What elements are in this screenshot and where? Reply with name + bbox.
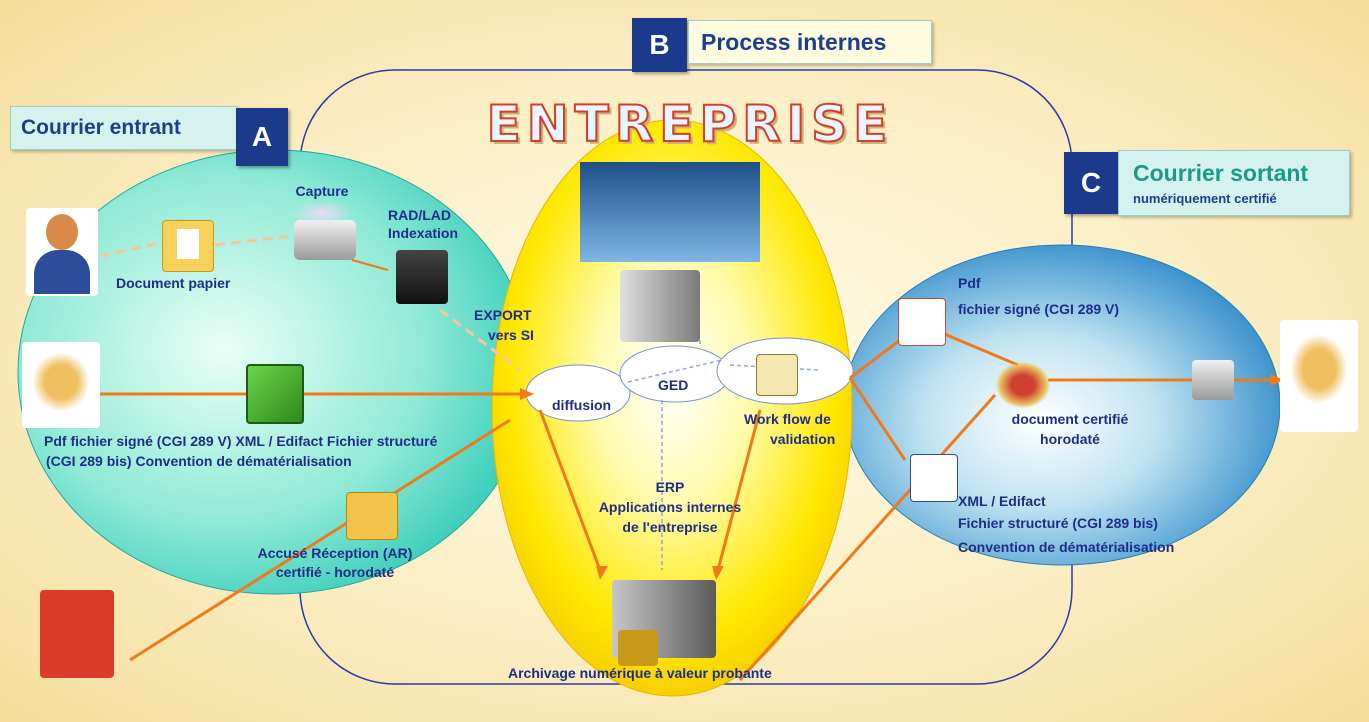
- validation-label: validation: [770, 431, 836, 447]
- internal-applications-label: Applications internes: [598, 499, 742, 515]
- computer-icon: [396, 250, 448, 304]
- badge-a: A: [236, 108, 288, 166]
- server-icon: [620, 270, 700, 342]
- erp-label: ERP: [655, 479, 685, 495]
- padlock-icon: [618, 630, 658, 666]
- incoming-formats-line1: Pdf fichier signé (CGI 289 V) XML / Edif…: [44, 433, 438, 449]
- capture-label: Capture: [295, 183, 349, 199]
- certified-document-label: document certifié: [1011, 411, 1129, 427]
- paper-document-icon: [162, 220, 214, 272]
- internal-section-label: Process internes: [688, 20, 932, 64]
- ged-label: GED: [658, 377, 689, 393]
- workflow-label: Work flow de: [744, 411, 831, 427]
- diffusion-label: diffusion: [552, 397, 612, 413]
- acknowledgment-certified-label: certifié - horodaté: [275, 564, 395, 580]
- archive-label: Archivage numérique à valeur probante: [508, 665, 772, 681]
- outgoing-structured-file-label: Fichier structuré (CGI 289 bis): [958, 515, 1158, 531]
- export-label: EXPORT: [474, 307, 532, 323]
- scanner-icon: [294, 220, 356, 260]
- outgoing-signed-file-label: fichier signé (CGI 289 V): [958, 301, 1120, 317]
- acknowledgment-envelope-icon: [346, 492, 398, 540]
- export-target-label: vers SI: [488, 327, 534, 343]
- outgoing-title: Courrier sortant: [1133, 160, 1309, 186]
- acknowledgment-label: Accusé Réception (AR): [257, 545, 413, 561]
- timestamped-label: horodaté: [1040, 431, 1100, 447]
- signed-pdf-icon: [898, 298, 946, 346]
- workflow-checklist-icon[interactable]: [756, 354, 798, 396]
- badge-b: B: [632, 18, 687, 72]
- business-people-image: [580, 162, 760, 262]
- paper-document-label: Document papier: [116, 275, 231, 291]
- sender-person-icon: [40, 590, 114, 678]
- outgoing-convention-label: Convention de dématérialisation: [958, 539, 1175, 555]
- person-icon: [26, 208, 98, 296]
- incoming-section-label: Courrier entrant: [10, 106, 238, 150]
- certificate-seal-icon: [996, 362, 1050, 408]
- indexation-label: Indexation: [388, 225, 459, 241]
- incoming-formats-line2: (CGI 289 bis) Convention de dématérialis…: [46, 453, 352, 469]
- enterprise-ellipse: [491, 119, 853, 697]
- enterprise-applications-label: de l'entreprise: [622, 519, 718, 535]
- capture-star-icon: [292, 200, 352, 226]
- rad-lad-label: RAD/LAD: [388, 207, 451, 223]
- badge-c: C: [1064, 152, 1118, 214]
- outgoing-xml-label: XML / Edifact: [958, 493, 1046, 509]
- at-sign-icon[interactable]: [1192, 360, 1234, 400]
- enterprise-title: ENTREPRISE: [486, 94, 894, 154]
- recipients-group-icon: [1280, 320, 1358, 432]
- outgoing-subtitle: numériquement certifié: [1133, 191, 1277, 206]
- group-people-icon: [22, 342, 100, 428]
- outgoing-section-label: Courrier sortant numériquement certifié: [1118, 150, 1350, 216]
- mail-envelope-icon[interactable]: [246, 364, 304, 424]
- outgoing-pdf-label: Pdf: [958, 275, 981, 291]
- edifact-email-icon: [910, 454, 958, 502]
